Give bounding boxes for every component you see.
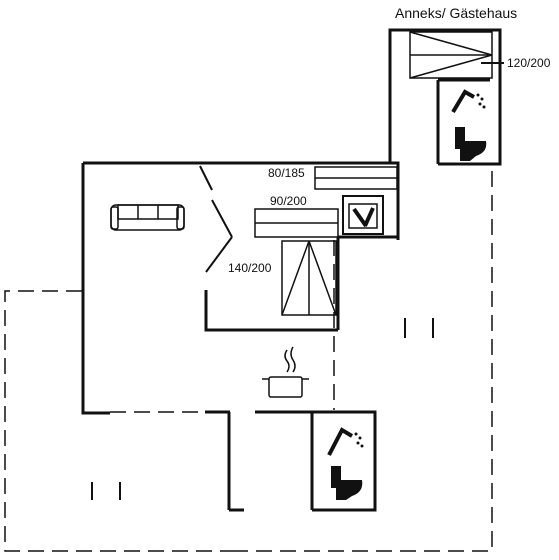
toilet-icon (331, 466, 363, 500)
bedroom-walls (204, 195, 400, 332)
bed-140-200 (281, 240, 337, 316)
sofa-icon (110, 204, 185, 231)
interior-diagonal-walls (199, 165, 233, 273)
bed-90-200 (254, 208, 339, 238)
bed-label-80-185: 80/185 (268, 166, 305, 180)
bed-80-185 (314, 166, 398, 190)
bed-label-90-200: 90/200 (270, 194, 307, 208)
annex-toilet-icon (455, 127, 487, 161)
shower-icon (327, 427, 364, 456)
main-house-walls (81, 161, 400, 512)
annex-bed-120-200 (409, 31, 504, 79)
bed-label-140-200: 140/200 (228, 261, 272, 275)
door-markers (91, 318, 434, 500)
annex-walls (388, 28, 502, 166)
annex-shower-icon (451, 89, 486, 114)
washing-machine-icon (342, 195, 384, 235)
annex-bed-label: 120/200 (507, 56, 551, 70)
terrace-outline (4, 164, 493, 552)
annex-title: Anneks/ Gästehaus (395, 5, 517, 21)
stove-pot-icon (262, 346, 309, 398)
